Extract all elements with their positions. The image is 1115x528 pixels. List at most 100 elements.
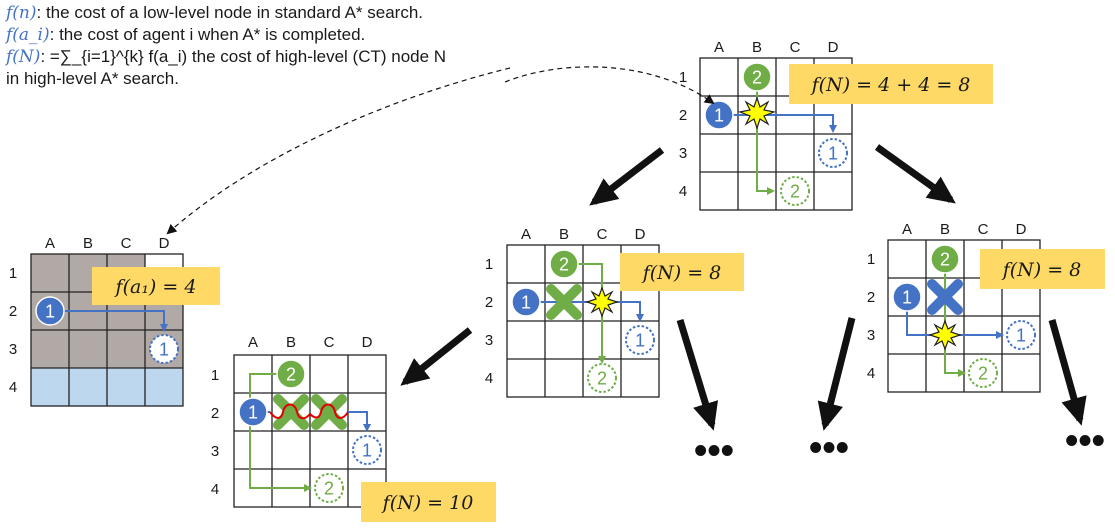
agent-2-label: 2 [559, 255, 569, 275]
agent-2-start [276, 359, 306, 389]
legend-text-fai: : the cost of agent i when A* is complet… [49, 25, 366, 44]
grid-grandchild: A B C D 1 2 3 4 2 1 1 2 [211, 334, 496, 522]
row-label-4: 4 [485, 370, 493, 387]
constraint-x-icon [927, 279, 963, 315]
agent-1-path [50, 310, 168, 332]
grid-left-child: A B C D 1 2 3 4 2 1 1 2 f(N) = 8 [485, 226, 744, 398]
row-label-2: 2 [867, 289, 875, 306]
legend-line-4: in high-level A* search. [6, 69, 179, 88]
row-label-3: 3 [679, 145, 687, 162]
row-label-1: 1 [679, 69, 687, 86]
col-label-C: C [324, 334, 335, 351]
col-label-A: A [248, 334, 258, 351]
agent-2-goal-label: 2 [978, 364, 988, 384]
agent-2-goal-label: 2 [597, 369, 607, 389]
arrow-left-child-to-grandchild [400, 327, 473, 386]
col-label-A: A [45, 235, 55, 252]
arrow-left-child-to-more [676, 318, 719, 431]
row-label-1: 1 [9, 265, 17, 282]
legend-line-3: f(N): =∑_{i=1}^{k} f(a_i) the cost of hi… [6, 46, 546, 68]
grid-right-child: A B C D 1 2 3 4 2 1 1 2 f(N) = 8 [867, 221, 1105, 393]
agent-1-path-end [348, 411, 371, 432]
agent-1-label: 1 [902, 288, 912, 308]
agent-1-start [35, 296, 65, 326]
legend-line-2: f(a_i): the cost of agent i when A* is c… [6, 24, 546, 46]
collision-icon [928, 319, 962, 351]
row-label-1: 1 [211, 367, 219, 384]
agent-1-start [511, 287, 541, 317]
row-label-1: 1 [485, 256, 493, 273]
collision-icon [737, 96, 777, 130]
agent-1-goal [149, 334, 179, 364]
agent-1-goal-label: 1 [362, 441, 372, 461]
agent-1-start [238, 397, 268, 427]
row-label-3: 3 [485, 332, 493, 349]
ellipsis-1: ••• [694, 430, 734, 472]
cost-box-right-child [980, 249, 1105, 289]
agent-2-goal-label: 2 [324, 479, 334, 499]
arrow-right-child-to-more-left [817, 317, 856, 431]
col-label-A: A [902, 221, 912, 238]
agent-1-start [892, 282, 922, 312]
cost-label-root: f(N) = 4 + 4 = 8 [810, 74, 971, 96]
agent-1-label: 1 [714, 106, 724, 126]
agent-1-label: 1 [248, 403, 258, 423]
agent-1-goal-label: 1 [1016, 326, 1026, 346]
ellipsis-3: ••• [1065, 420, 1105, 462]
legend-symbol-fN: f(N) [6, 47, 41, 67]
legend-line-1: f(n): the cost of a low-level node in st… [6, 2, 546, 24]
agent-1-start [704, 100, 734, 130]
cost-label-left-child: f(N) = 8 [641, 262, 722, 284]
agent-1-label: 1 [521, 293, 531, 313]
dashed-arrow-to-root [504, 66, 715, 105]
agent-1-goal-label: 1 [828, 144, 838, 164]
constraint-x-icon-c2 [311, 394, 347, 430]
dashed-arrow-to-low-level [166, 67, 511, 235]
agent-2-start [549, 249, 579, 279]
constraint-x-icon [546, 284, 582, 320]
row-label-4: 4 [9, 379, 17, 396]
col-label-A: A [714, 39, 724, 56]
row-label-3: 3 [9, 341, 17, 358]
col-label-C: C [597, 226, 608, 243]
arrow-right-child-to-more-right [1048, 319, 1087, 426]
cost-label-low-level: f(a₁) = 4 [114, 276, 197, 298]
col-label-C: C [790, 39, 801, 56]
agent-2-label: 2 [940, 250, 950, 270]
wait-detour-c2 [309, 403, 349, 419]
grid-root: A B C D 1 2 3 4 2 1 1 2 f(N) = 4 + 4 = 8 [679, 39, 993, 211]
cost-box-low-level [92, 267, 220, 305]
grid-lines [233, 354, 387, 508]
row-label-2: 2 [485, 294, 493, 311]
col-label-D: D [159, 235, 170, 252]
row-label-2: 2 [9, 303, 17, 320]
cost-box-root [789, 64, 993, 104]
col-label-B: B [559, 226, 569, 243]
cost-box-left-child [620, 253, 744, 291]
legend-symbol-fn: f(n) [6, 3, 37, 23]
col-label-B: B [286, 334, 296, 351]
col-label-D: D [362, 334, 373, 351]
row-label-4: 4 [679, 183, 687, 200]
agent-2-label: 2 [286, 365, 296, 385]
row-label-3: 3 [211, 443, 219, 460]
row-label-2: 2 [679, 107, 687, 124]
col-label-A: A [521, 226, 531, 243]
col-label-C: C [121, 235, 132, 252]
ellipsis-2: ••• [809, 427, 849, 469]
legend-symbol-fai: f(a_i) [6, 25, 50, 45]
agent-2-label: 2 [752, 68, 762, 88]
constraint-x-icon-b2 [273, 394, 309, 430]
col-label-B: B [83, 235, 93, 252]
col-label-B: B [752, 39, 762, 56]
agent-2-goal [314, 473, 344, 503]
agent-1-goal [352, 435, 382, 465]
col-label-B: B [940, 221, 950, 238]
row-label-4: 4 [211, 481, 219, 498]
row-label-1: 1 [867, 251, 875, 268]
agent-1-goal-label: 1 [159, 340, 169, 360]
agent-1-goal [625, 325, 655, 355]
arrow-root-to-left-child [589, 147, 665, 206]
arrow-root-to-right-child [874, 144, 956, 204]
